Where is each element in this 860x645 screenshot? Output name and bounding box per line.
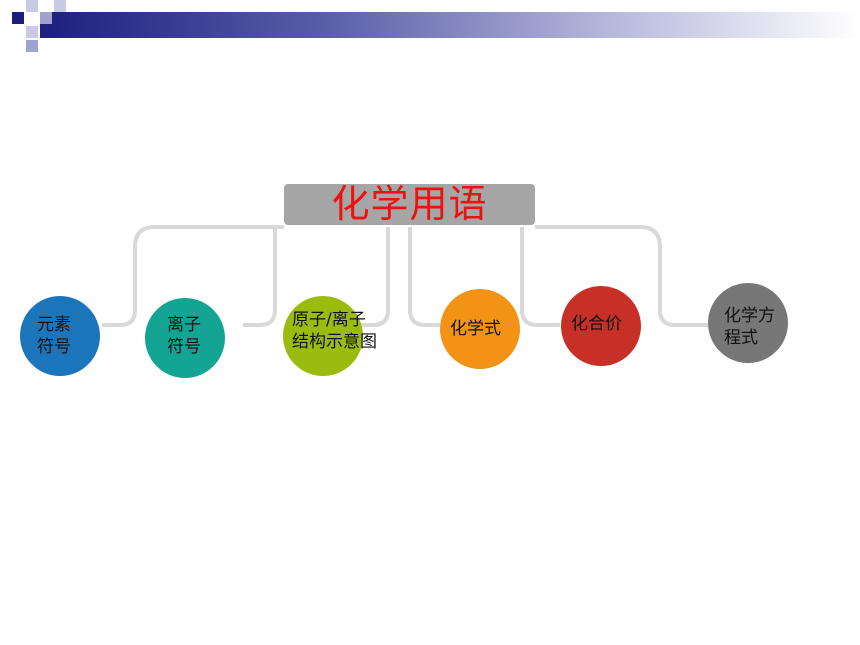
node-valence <box>561 286 641 366</box>
header-square-1 <box>12 12 24 24</box>
connector-line <box>408 227 440 327</box>
header-square-6 <box>26 40 38 52</box>
label-chemical-equation: 化学方 程式 <box>724 306 775 348</box>
connector-line <box>535 225 708 327</box>
label-valence: 化合价 <box>571 314 622 334</box>
node-chemical-formula <box>440 289 520 369</box>
header-square-2 <box>26 0 38 12</box>
label-ion-symbol: 离子 符号 <box>167 315 201 357</box>
node-structure-diagram <box>283 296 363 376</box>
connector-line <box>102 225 284 327</box>
header-band <box>40 12 860 38</box>
node-element-symbol <box>20 296 100 376</box>
label-element-symbol: 元素 符号 <box>37 315 71 357</box>
connector-line <box>358 227 390 327</box>
label-chemical-formula: 化学式 <box>450 319 501 339</box>
connector-line <box>243 227 277 327</box>
connector-line <box>520 227 560 327</box>
header-square-5 <box>54 0 66 12</box>
node-ion-symbol <box>145 298 225 378</box>
title-box: 化学用语 <box>284 184 535 225</box>
node-chemical-equation <box>708 283 788 363</box>
label-structure-diagram: 原子/离子 结构示意图 <box>292 310 377 352</box>
header-square-4 <box>40 12 52 24</box>
header-square-3 <box>26 26 38 38</box>
diagram-title: 化学用语 <box>331 182 488 226</box>
